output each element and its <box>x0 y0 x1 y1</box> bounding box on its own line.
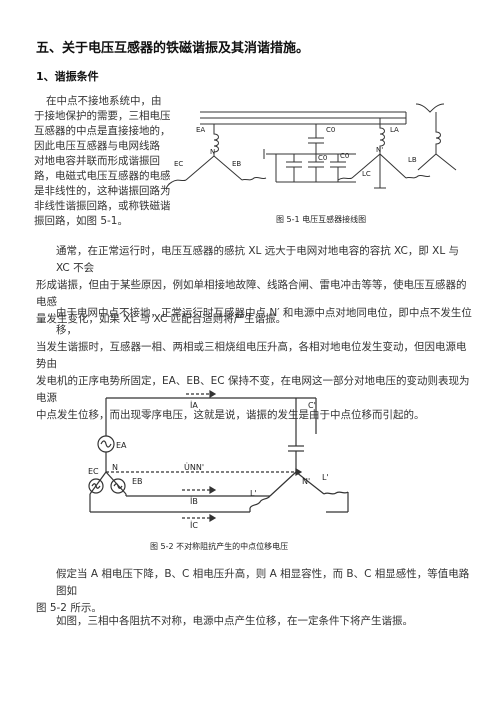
fig2-label-n: N <box>112 463 118 472</box>
fig2-label-n-prime: N' <box>302 477 310 486</box>
fig1-label-ec: EC <box>174 160 183 168</box>
para3-line: 中点发生位移，而出现零序电压，这就是说，谐振的发生是由于中点位移而引起的。 <box>36 409 425 421</box>
figure-5-2-caption: 图 5-2 不对称阻抗产生的中点位移电压 <box>150 542 289 551</box>
para2-line: 量发生变化，如果 XL 与 XC 匹配合适则将产生谐振。 <box>36 313 287 325</box>
intro-line: 是非线性的，这种谐振回路为 <box>34 185 171 197</box>
fig2-label-ib: İB <box>190 496 198 506</box>
intro-line: 互感器的中点是直接接地的， <box>34 125 171 137</box>
pt-coil-a <box>379 118 385 154</box>
fig1-label-ea: EA <box>196 126 205 134</box>
figure-5-2: İA EA EC EB N U̇NN' İB İC C' N' L' L' <box>88 389 349 530</box>
fig2-label-unn: U̇NN' <box>184 462 204 472</box>
section-heading: 1、谐振条件 <box>36 70 99 83</box>
intro-line: 在中点不接地系统中，由 <box>46 95 162 107</box>
para3-line: 当发生谐振时，互感器一相、两相或三相烧组电压升高，各相对地电位发生变动，但因电源… <box>36 341 467 370</box>
para2-line: 通常，在正常运行时，电压互感器的感抗 XL 远大于电网对地电容的容抗 XC，即 … <box>56 245 460 274</box>
intro-paragraph: 在中点不接地系统中，由 于接地保护的需要，三相电压 互感器的中点是直接接地的， … <box>34 94 194 229</box>
paragraph-3: 由于电网中点不接地，正常运行时互感器中点 N′ 和电源中点对地同电位，即中点不发… <box>36 305 476 424</box>
fig2-label-ia: İA <box>190 400 198 410</box>
fig2-label-eb: EB <box>132 477 143 486</box>
fig1-label-eb: EB <box>232 160 241 168</box>
fig1-label-c0-top: C0 <box>326 126 335 134</box>
intro-line: 对地电容并联而形成谐振回 <box>34 155 160 167</box>
para2-line: 形成谐振，但由于某些原因，例如单相接地故障、线路合闸、雷电冲击等等，使电压互感器… <box>36 279 467 308</box>
page-title: 五、关于电压互感器的铁磁谐振及其消谐措施。 <box>36 41 310 56</box>
fig2-label-ea: EA <box>116 441 127 450</box>
intro-line: 因此电压互感器与电网线路 <box>34 140 160 152</box>
fig2-label-c-prime: C' <box>308 401 316 410</box>
intro-line: 路，电磁式电压互感器的电感 <box>34 170 171 182</box>
intro-line: 非线性谐振回路，或称铁磁谐 <box>34 200 171 212</box>
para4-line: 图 5-2 所示。 <box>36 602 102 614</box>
para3-line: 发电机的正序电势所固定，EA、EB、EC 保持不变，在电网这一部分对地电压的变动… <box>36 375 470 404</box>
fig2-label-ec: EC <box>88 467 99 476</box>
fig1-label-lc: LC <box>362 170 371 178</box>
paragraph-5: 如图，三相中各阻抗不对称，电源中点产生位移，在一定条件下将产生谐振。 <box>36 613 476 630</box>
fig1-label-n-prime: N' <box>376 146 383 154</box>
source-coil-a <box>213 124 219 156</box>
figure-5-1: EA EC EB N C0 C0 C0 LA N' LB LC <box>166 103 457 191</box>
intro-line: 振回路，如图 5-1。 <box>34 215 128 227</box>
paragraph-2: 通常，在正常运行时，电压互感器的感抗 XL 远大于电网对地电容的容抗 XC，即 … <box>36 243 476 328</box>
paragraph-4: 假定当 A 相电压下降，B、C 相电压升高，则 A 相显容性，而 B、C 相显感… <box>36 566 476 617</box>
fig2-label-l-prime-2: L' <box>322 473 329 482</box>
para4-line: 假定当 A 相电压下降，B、C 相电压升高，则 A 相显容性，而 B、C 相显感… <box>56 568 470 597</box>
figure-5-1-caption: 图 5-1 电压互感器接线图 <box>276 215 367 224</box>
fig1-label-la: LA <box>390 126 399 134</box>
para5-line: 如图，三相中各阻抗不对称，电源中点产生位移，在一定条件下将产生谐振。 <box>56 615 413 627</box>
fig2-label-ic: İC <box>190 520 198 530</box>
fig2-label-l-prime-1: L' <box>250 489 257 498</box>
para3-line: 由于电网中点不接地，正常运行时互感器中点 N′ 和电源中点对地同电位，即中点不发… <box>56 307 472 336</box>
fig1-label-n: N <box>210 148 215 156</box>
fig1-label-lb: LB <box>408 156 417 164</box>
fig1-label-c0-left: C0 <box>318 154 327 162</box>
intro-line: 于接地保护的需要，三相电压 <box>34 110 171 122</box>
fig1-label-c0-right: C0 <box>340 152 349 160</box>
